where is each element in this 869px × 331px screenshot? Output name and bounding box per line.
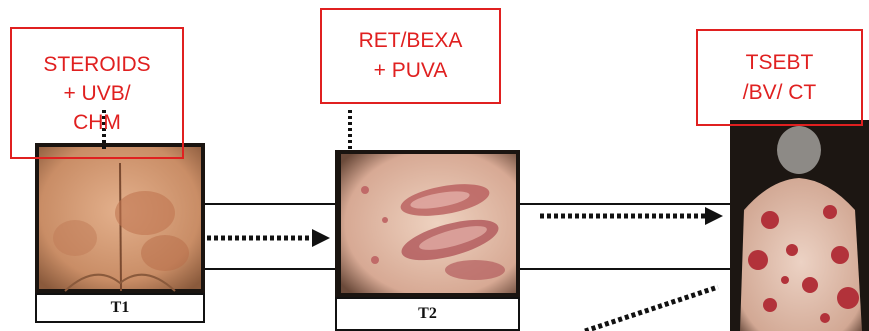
dotted-arrow-icon <box>540 207 723 225</box>
dotted-arrow-icon <box>207 229 330 247</box>
stage-1-treatment-line-2: + UVB/ <box>63 79 130 108</box>
stage-3-treatment-box: TSEBT /BV/ CT <box>696 29 863 126</box>
stage-1-treatment-box: STEROIDS + UVB/ CHM <box>10 27 184 159</box>
stage-3-treatment-line-1: TSEBT <box>746 48 814 78</box>
stage-1-treatment-line-3: CHM <box>73 108 121 137</box>
stage-1-treatment-line-1: STEROIDS <box>43 50 150 79</box>
stage-2-treatment-line-2: + PUVA <box>374 56 448 86</box>
stage-2-treatment-box: RET/BEXA + PUVA <box>320 8 501 104</box>
stage-2-treatment-line-1: RET/BEXA <box>359 26 463 56</box>
stage-3-treatment-line-2: /BV/ CT <box>743 78 817 108</box>
diagonal-connector <box>585 287 718 331</box>
